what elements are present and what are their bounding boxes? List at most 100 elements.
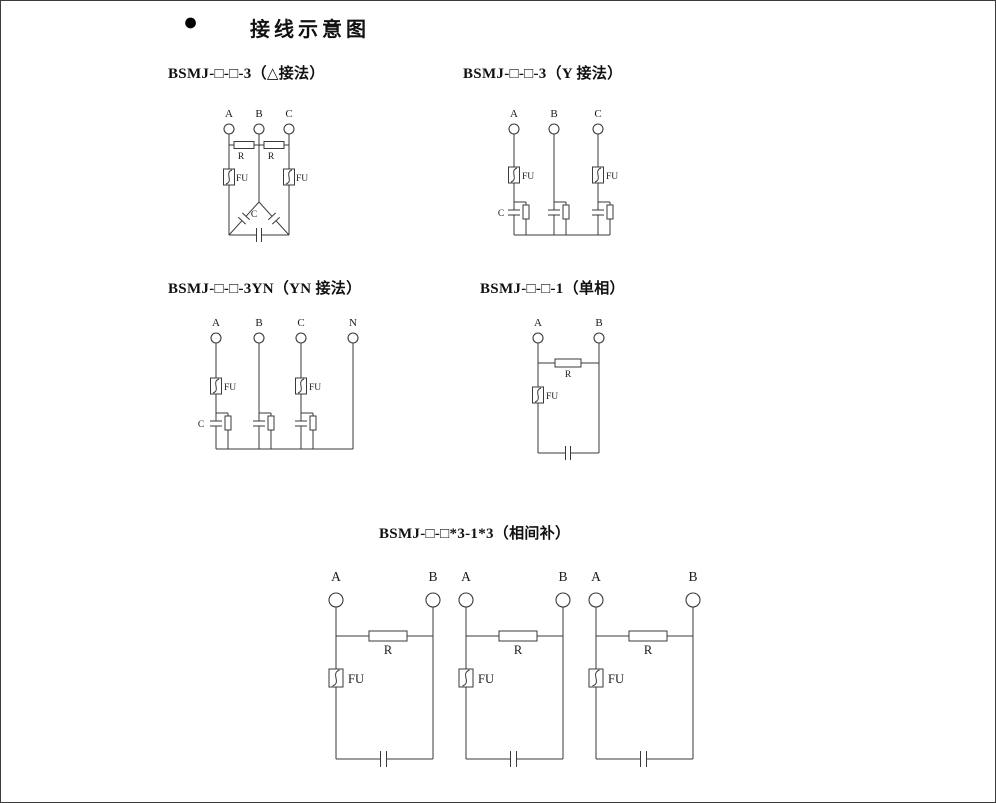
delta-terminal-a-icon — [223, 123, 235, 135]
wye-discharge-resistor-a-icon — [522, 204, 530, 220]
wye-fuse-c-label: FU — [606, 172, 618, 182]
interphase2-fuse-label: FU — [478, 672, 494, 686]
interphase3-terminal-b-label: B — [688, 569, 697, 584]
wye-fuse-c-icon — [592, 166, 604, 184]
interphase1-capacitor-icon — [380, 750, 387, 768]
delta-fuse-a-label: FU — [236, 174, 248, 184]
yn-fuse-c-icon — [295, 377, 307, 395]
bullet-icon: ● — [183, 9, 199, 36]
wye-terminal-a-icon — [508, 123, 520, 135]
yn-terminal-c-icon — [295, 332, 307, 344]
yn-capacitor-a-icon — [209, 420, 223, 427]
yn-capacitor-c-icon — [294, 420, 308, 427]
wye-diagram-title: BSMJ-□-□-3（Y 接法） — [463, 66, 623, 82]
yn-terminal-b-icon — [253, 332, 265, 344]
delta-diagram-title: BSMJ-□-□-3（△接法） — [168, 66, 325, 82]
wye-wires — [513, 134, 611, 236]
delta-resistor-bc-label: R — [268, 152, 275, 162]
yn-connection-diagram: A B C N FU FU C — [198, 317, 359, 450]
wye-fuse-a-label: FU — [522, 172, 534, 182]
yn-fuse-a-icon — [210, 377, 222, 395]
yn-discharge-resistor-a-icon — [224, 415, 232, 431]
wye-terminal-a-label: A — [510, 108, 518, 120]
single-phase-diagram: A B R FU — [532, 317, 605, 461]
delta-terminal-c-icon — [283, 123, 295, 135]
single-terminal-a-icon — [532, 332, 544, 344]
interphase-diagram-title: BSMJ-□-□*3-1*3（相间补） — [379, 526, 571, 542]
yn-terminal-a-icon — [210, 332, 222, 344]
delta-resistor-ab-icon — [233, 141, 255, 149]
interphase2-capacitor-icon — [510, 750, 517, 768]
yn-terminal-b-label: B — [255, 317, 262, 329]
single-terminal-b-icon — [593, 332, 605, 344]
interphase1-fuse-icon — [328, 668, 344, 688]
single-fuse-icon — [532, 386, 544, 404]
single-fuse-label: FU — [546, 392, 558, 402]
delta-fuse-c-label: FU — [296, 174, 308, 184]
delta-terminal-b-label: B — [255, 108, 262, 120]
wye-terminal-b-icon — [548, 123, 560, 135]
wye-terminal-c-icon — [592, 123, 604, 135]
wye-discharge-resistor-c-icon — [606, 204, 614, 220]
interphase1-terminal-b-label: B — [428, 569, 437, 584]
wye-discharge-resistor-b-icon — [562, 204, 570, 220]
single-diagram-title: BSMJ-□-□-1（单相） — [480, 281, 625, 297]
wye-terminal-c-label: C — [594, 108, 601, 120]
yn-terminal-n-icon — [347, 332, 359, 344]
wye-capacitor-a-icon — [507, 209, 521, 216]
interphase2-fuse-icon — [458, 668, 474, 688]
delta-terminal-b-icon — [253, 123, 265, 135]
interphase3-terminal-b-icon — [685, 592, 701, 608]
yn-discharge-resistor-b-icon — [267, 415, 275, 431]
interphase2-terminal-b-label: B — [558, 569, 567, 584]
delta-terminal-a-label: A — [225, 108, 233, 120]
interphase1-terminal-a-label: A — [331, 569, 341, 584]
interphase3-capacitor-icon — [640, 750, 647, 768]
yn-terminal-n-label: N — [349, 317, 357, 329]
page-title: 接线示意图 — [250, 19, 370, 41]
yn-discharge-resistor-c-icon — [309, 415, 317, 431]
yn-wires — [215, 343, 354, 450]
wye-capacitor-c-icon — [591, 209, 605, 216]
single-capacitor-icon — [565, 445, 571, 461]
wye-connection-diagram: A B C FU FU C — [498, 108, 618, 236]
interphase3-resistor-icon — [628, 630, 668, 642]
wye-capacitor-b-icon — [547, 209, 561, 216]
wye-terminal-b-label: B — [550, 108, 557, 120]
delta-terminal-c-label: C — [285, 108, 292, 120]
interphase1-terminal-a-icon — [328, 592, 344, 608]
delta-resistor-bc-icon — [263, 141, 285, 149]
interphase-diagram-3: A B R FU — [588, 569, 701, 768]
interphase1-resistor-icon — [368, 630, 408, 642]
delta-resistor-ab-label: R — [238, 152, 245, 162]
interphase2-resistor-label: R — [514, 643, 523, 657]
interphase3-fuse-icon — [588, 668, 604, 688]
delta-capacitor-plates-icon — [237, 212, 281, 242]
single-resistor-label: R — [565, 370, 572, 380]
interphase2-terminal-a-icon — [458, 592, 474, 608]
interphase2-terminal-a-label: A — [461, 569, 471, 584]
wye-capacitor-label: C — [498, 209, 504, 219]
yn-diagram-title: BSMJ-□-□-3YN（YN 接法） — [168, 281, 362, 297]
yn-fuse-a-label: FU — [224, 383, 236, 393]
delta-fuse-a-icon — [223, 168, 235, 186]
single-terminal-a-label: A — [534, 317, 542, 329]
interphase1-terminal-b-icon — [425, 592, 441, 608]
interphase2-resistor-icon — [498, 630, 538, 642]
wye-fuse-a-icon — [508, 166, 520, 184]
delta-connection-diagram: A B C R R FU FU C — [223, 108, 308, 242]
interphase2-terminal-b-icon — [555, 592, 571, 608]
yn-capacitor-label: C — [198, 420, 204, 430]
yn-fuse-c-label: FU — [309, 383, 321, 393]
single-terminal-b-label: B — [595, 317, 602, 329]
yn-terminal-a-label: A — [212, 317, 220, 329]
delta-fuse-c-icon — [283, 168, 295, 186]
interphase3-terminal-a-icon — [588, 592, 604, 608]
delta-wires — [228, 134, 290, 236]
interphase-diagram-1: A B R FU — [328, 569, 441, 768]
interphase3-terminal-a-label: A — [591, 569, 601, 584]
yn-capacitor-b-icon — [252, 420, 266, 427]
interphase-diagram-2: A B R FU — [458, 569, 571, 768]
interphase1-resistor-label: R — [384, 643, 393, 657]
